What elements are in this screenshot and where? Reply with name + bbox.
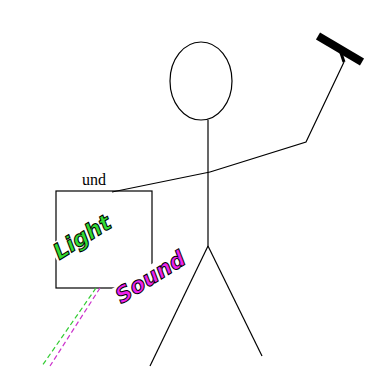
- sound-ray: [50, 288, 100, 366]
- hammer-head: [318, 36, 362, 62]
- cut-off-label: und: [82, 172, 106, 188]
- body: [207, 120, 208, 246]
- hammer-neck: [340, 50, 344, 62]
- right-leg: [208, 246, 262, 356]
- light-label: Light: [48, 210, 117, 264]
- left-arm: [112, 172, 210, 192]
- sound-label: Sound: [110, 247, 191, 309]
- light-ray: [42, 288, 96, 366]
- head: [170, 42, 232, 120]
- right-arm: [210, 62, 344, 172]
